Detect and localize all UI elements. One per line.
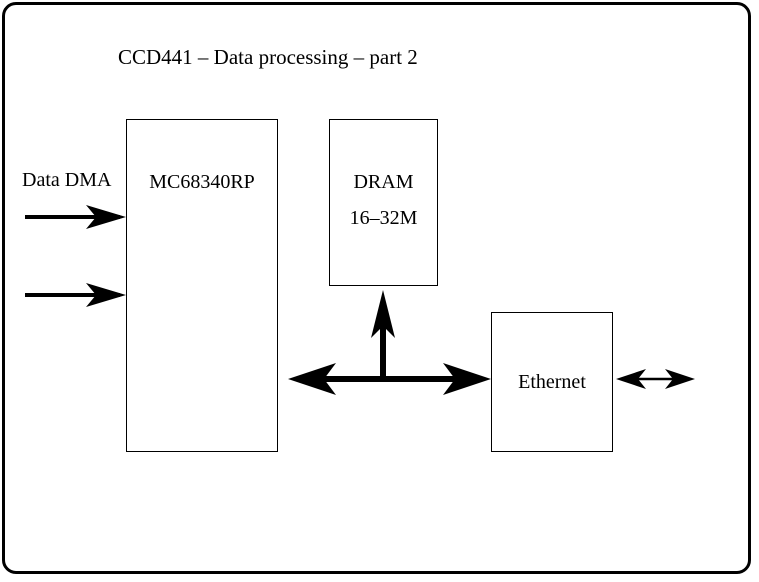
- block-dram-label: DRAM: [353, 171, 414, 193]
- block-ethernet: Ethernet: [491, 312, 613, 452]
- block-dram: DRAM 16–32M: [329, 119, 438, 286]
- page-title: CCD441 – Data processing – part 2: [118, 45, 418, 69]
- block-mc68340rp-label: MC68340RP: [149, 171, 255, 193]
- slide-border-frame: [2, 2, 751, 574]
- block-mc68340rp: MC68340RP: [126, 119, 278, 452]
- block-dram-capacity-label: 16–32M: [349, 207, 418, 229]
- block-ethernet-label: Ethernet: [518, 371, 586, 393]
- data-dma-label: Data DMA: [22, 169, 112, 191]
